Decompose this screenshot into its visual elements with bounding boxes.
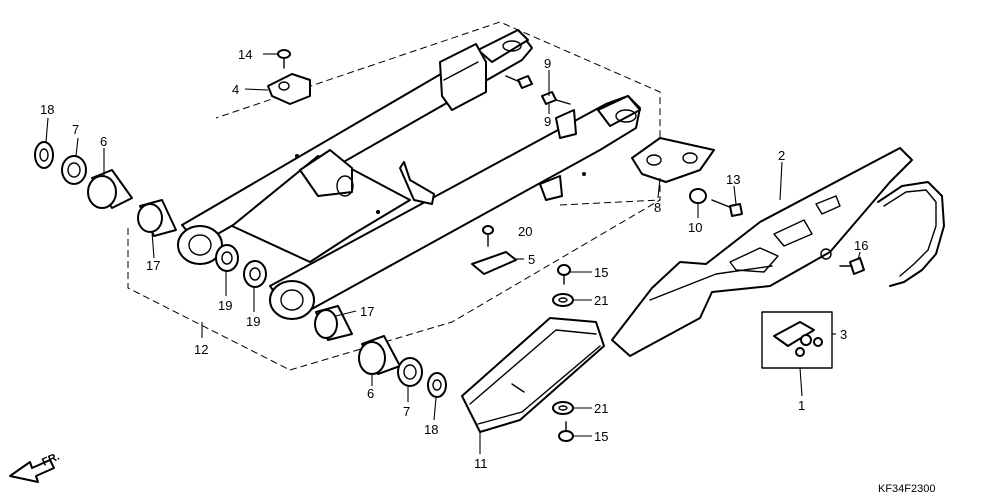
dust-seal-7-left[interactable]: [61, 155, 87, 185]
pivot-collar-6-left[interactable]: [87, 169, 133, 209]
nut-10[interactable]: [689, 188, 707, 204]
slider-clip[interactable]: [471, 251, 517, 275]
callout-18-left: 18: [40, 102, 54, 117]
callout-10: 10: [688, 220, 702, 235]
bushing-17-right[interactable]: [314, 305, 353, 341]
callout-19-mid: 19: [246, 314, 260, 329]
callout-15-bottom: 15: [594, 429, 608, 444]
washer-21-bottom[interactable]: [552, 401, 574, 415]
callout-9-mid: 9: [544, 114, 551, 129]
callout-14: 14: [238, 47, 252, 62]
chain-case[interactable]: [611, 147, 913, 357]
bolt-9-mid[interactable]: [541, 91, 571, 105]
bolt-15-bottom[interactable]: [558, 421, 574, 442]
pivot-seal-18-left[interactable]: [34, 141, 54, 169]
bolt-16[interactable]: [839, 257, 865, 275]
screw-20[interactable]: [482, 225, 494, 247]
pivot-collar-6-bottom[interactable]: [358, 335, 401, 375]
callout-6-bottom: 6: [367, 386, 374, 401]
drive-chain[interactable]: [877, 181, 945, 287]
callout-5: 5: [528, 252, 535, 267]
needle-bearing-19-left[interactable]: [215, 244, 239, 272]
callout-16: 16: [854, 238, 868, 253]
bolt-9-top[interactable]: [505, 75, 533, 89]
callout-8: 8: [654, 200, 661, 215]
callout-9-top: 9: [544, 56, 551, 71]
callout-18-bottom: 18: [424, 422, 438, 437]
washer-21-top[interactable]: [552, 293, 574, 307]
callout-3: 3: [840, 327, 847, 342]
bolt-15-top[interactable]: [557, 264, 571, 285]
callout-20: 20: [518, 224, 532, 239]
callout-21-bottom: 21: [594, 401, 608, 416]
chain-joint[interactable]: [761, 311, 833, 369]
diagram-code: KF34F2300: [878, 483, 935, 495]
bushing-17-left[interactable]: [137, 199, 177, 237]
callout-labels: 18 7 6 17 19 19 12 17 6 7 18 11 4 14 20 …: [40, 47, 868, 471]
needle-bearing-19-mid[interactable]: [243, 260, 267, 288]
callout-19-left: 19: [218, 298, 232, 313]
callout-7-bottom: 7: [403, 404, 410, 419]
chain-case-stay[interactable]: [631, 137, 715, 183]
callout-12: 12: [194, 342, 208, 357]
callout-7-left: 7: [72, 122, 79, 137]
swingarm[interactable]: [177, 29, 641, 320]
callout-11: 11: [474, 456, 488, 471]
callout-21-top: 21: [594, 293, 608, 308]
front-direction-label: FR.: [40, 451, 61, 469]
callout-4: 4: [232, 82, 239, 97]
dust-seal-7-bottom[interactable]: [397, 357, 423, 387]
leader-lines: [45, 53, 861, 454]
front-direction-arrow: FR.: [9, 451, 61, 483]
callout-17-left: 17: [146, 258, 160, 273]
callout-15-top: 15: [594, 265, 608, 280]
pivot-seal-18-bottom[interactable]: [427, 372, 447, 398]
bolt-13[interactable]: [711, 199, 743, 217]
callout-1: 1: [798, 398, 805, 413]
screw-14[interactable]: [277, 49, 291, 69]
callout-17-right: 17: [360, 304, 374, 319]
callout-6-left: 6: [100, 134, 107, 149]
chain-guide-clip[interactable]: [267, 73, 311, 105]
callout-13: 13: [726, 172, 740, 187]
callout-2: 2: [778, 148, 785, 163]
chain-slider[interactable]: [461, 317, 605, 433]
